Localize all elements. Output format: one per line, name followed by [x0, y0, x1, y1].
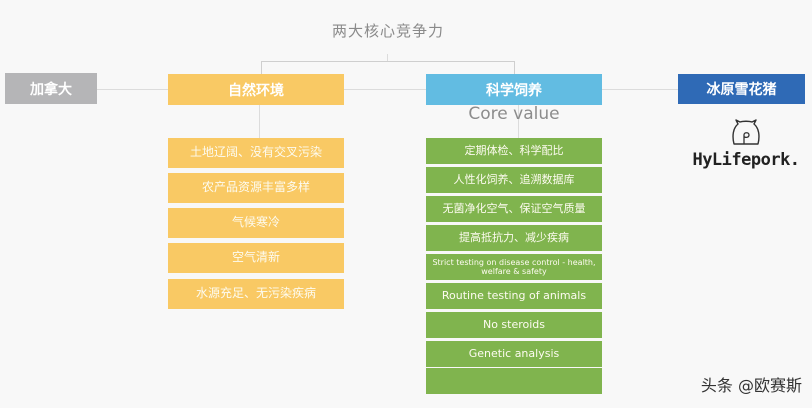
watermark: 头条 @欧赛斯: [700, 376, 802, 395]
feeding-item: 提高抵抗力、减少疾病: [426, 225, 602, 251]
environment-item-text: 空气清新: [231, 250, 280, 265]
feeding-item-text: No steroids: [482, 317, 546, 331]
environment-item: 水源充足、无污染疾病: [168, 279, 344, 309]
environment-item-text: 农产品资源丰富多样: [201, 180, 310, 195]
environment-item: 农产品资源丰富多样: [168, 173, 344, 203]
bracket-horizontal: [261, 61, 515, 62]
main-connector-line: [97, 89, 678, 90]
environment-stem: [259, 104, 260, 138]
feeding-item: 无菌净化空气、保证空气质量: [426, 196, 602, 222]
node-scientific-feeding: 科学饲养: [426, 74, 602, 105]
feeding-item: 定期体检、科学配比: [426, 138, 602, 164]
feeding-item: No steroids: [426, 312, 602, 338]
bracket-right-leg: [514, 61, 515, 74]
diagram-title: 两大核心竞争力: [331, 22, 444, 40]
feeding-item-text: Genetic analysis: [468, 346, 560, 360]
environment-item: 气候寒冷: [168, 208, 344, 238]
node-feeding-label: 科学饲养: [486, 82, 542, 99]
feeding-item: 人性化饲养、追溯数据库: [426, 167, 602, 193]
core-value-label: Core value: [468, 104, 560, 124]
feeding-item: Strict testing on disease control - heal…: [426, 254, 602, 280]
environment-item-text: 土地辽阔、没有交叉污染: [189, 145, 322, 160]
node-environment-label: 自然环境: [228, 82, 284, 99]
feeding-item: Routine testing of animals: [426, 283, 602, 309]
feeding-item-text: 人性化饲养、追溯数据库: [453, 172, 575, 186]
brand-logo-text: HyLifepork.: [692, 150, 800, 170]
environment-item-text: 水源充足、无污染疾病: [195, 286, 316, 301]
brand-logo: HyLifepork.: [686, 118, 806, 170]
environment-item: 土地辽阔、没有交叉污染: [168, 138, 344, 168]
bracket-tick: [387, 54, 388, 61]
feeding-item-text: 提高抵抗力、减少疾病: [459, 230, 569, 244]
node-canada-label: 加拿大: [30, 81, 72, 98]
pig-face-icon: [732, 119, 760, 145]
bracket-left-leg: [261, 61, 262, 74]
feeding-item: Genetic analysis: [426, 341, 602, 367]
feeding-item-text: 无菌净化空气、保证空气质量: [442, 201, 586, 215]
feeding-item: [426, 368, 602, 394]
feeding-item-text: 定期体检、科学配比: [464, 143, 564, 157]
environment-item-text: 气候寒冷: [231, 215, 280, 230]
node-brand-label: 冰原雪花猪: [706, 82, 777, 98]
node-brand: 冰原雪花猪: [678, 74, 805, 104]
feeding-item-text: Routine testing of animals: [441, 288, 587, 302]
environment-item: 空气清新: [168, 243, 344, 273]
feeding-item-text: Strict testing on disease control - heal…: [432, 257, 596, 276]
node-canada: 加拿大: [5, 73, 97, 104]
feeding-stem: [518, 104, 519, 138]
node-natural-environment: 自然环境: [168, 74, 344, 105]
